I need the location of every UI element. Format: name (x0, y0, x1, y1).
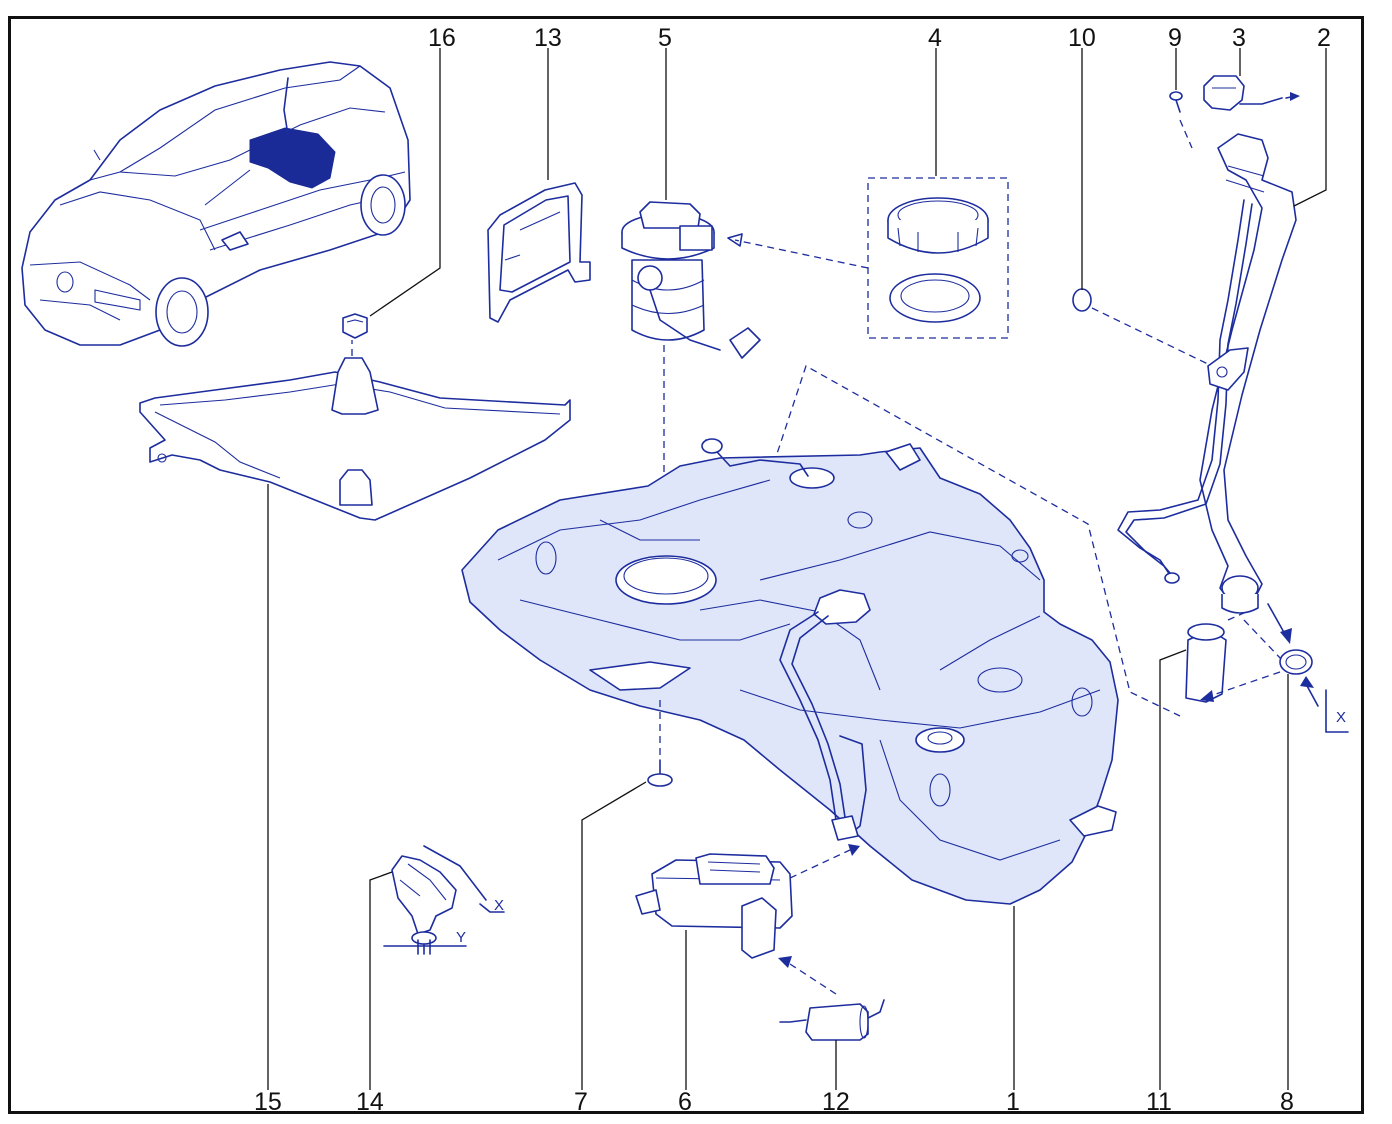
callout-11: 11 (1146, 1088, 1172, 1116)
hose-sleeve-part-11 (1185, 611, 1281, 703)
callout-4: 4 (928, 24, 942, 52)
callout-9: 9 (1168, 24, 1182, 52)
filler-neck-part-2 (1117, 133, 1297, 661)
screw-part-7 (647, 700, 673, 787)
leader-lines (267, 48, 1327, 1090)
clip-dimension-y: Y (456, 929, 466, 946)
filler-cap-part-3 (1203, 75, 1300, 111)
callout-12: 12 (822, 1088, 850, 1116)
car-fuel-tank-highlight (249, 127, 336, 189)
callout-14: 14 (356, 1088, 384, 1116)
callout-16: 16 (428, 24, 456, 52)
lock-ring-and-seal-part-4 (727, 177, 1009, 339)
grommet-part-10 (1072, 288, 1213, 367)
fuel-tank-part-1 (461, 438, 1119, 905)
screw-part-9 (1169, 91, 1193, 149)
clip-dimension-x: X (494, 897, 504, 914)
callout-8: 8 (1280, 1088, 1294, 1116)
callout-6: 6 (678, 1088, 692, 1116)
callout-10: 10 (1068, 24, 1096, 52)
canister-part-6 (635, 844, 860, 995)
tank-to-neck-guide (769, 365, 1181, 717)
callout-15: 15 (254, 1088, 282, 1116)
nut-part-16 (342, 313, 368, 339)
callout-3: 3 (1232, 24, 1246, 52)
callout-7: 7 (574, 1088, 588, 1116)
fuel-filter-part-12 (779, 999, 885, 1041)
callout-2: 2 (1317, 24, 1331, 52)
heat-shield-part-15 (139, 340, 571, 521)
car-illustration (21, 61, 411, 347)
bracket-part-13 (487, 182, 591, 323)
callout-13: 13 (534, 24, 562, 52)
clip-part-14: X Y (383, 845, 505, 955)
diagram-frame (8, 16, 1364, 1114)
clamp-part-8: X (1267, 603, 1349, 733)
callout-labels: 16 13 5 4 10 9 3 2 15 14 7 6 12 1 11 8 (254, 24, 1331, 1116)
callout-5: 5 (658, 24, 672, 52)
callout-1: 1 (1006, 1088, 1020, 1116)
clamp-dimension-x: X (1336, 709, 1346, 726)
fuel-pump-part-5 (621, 201, 761, 548)
